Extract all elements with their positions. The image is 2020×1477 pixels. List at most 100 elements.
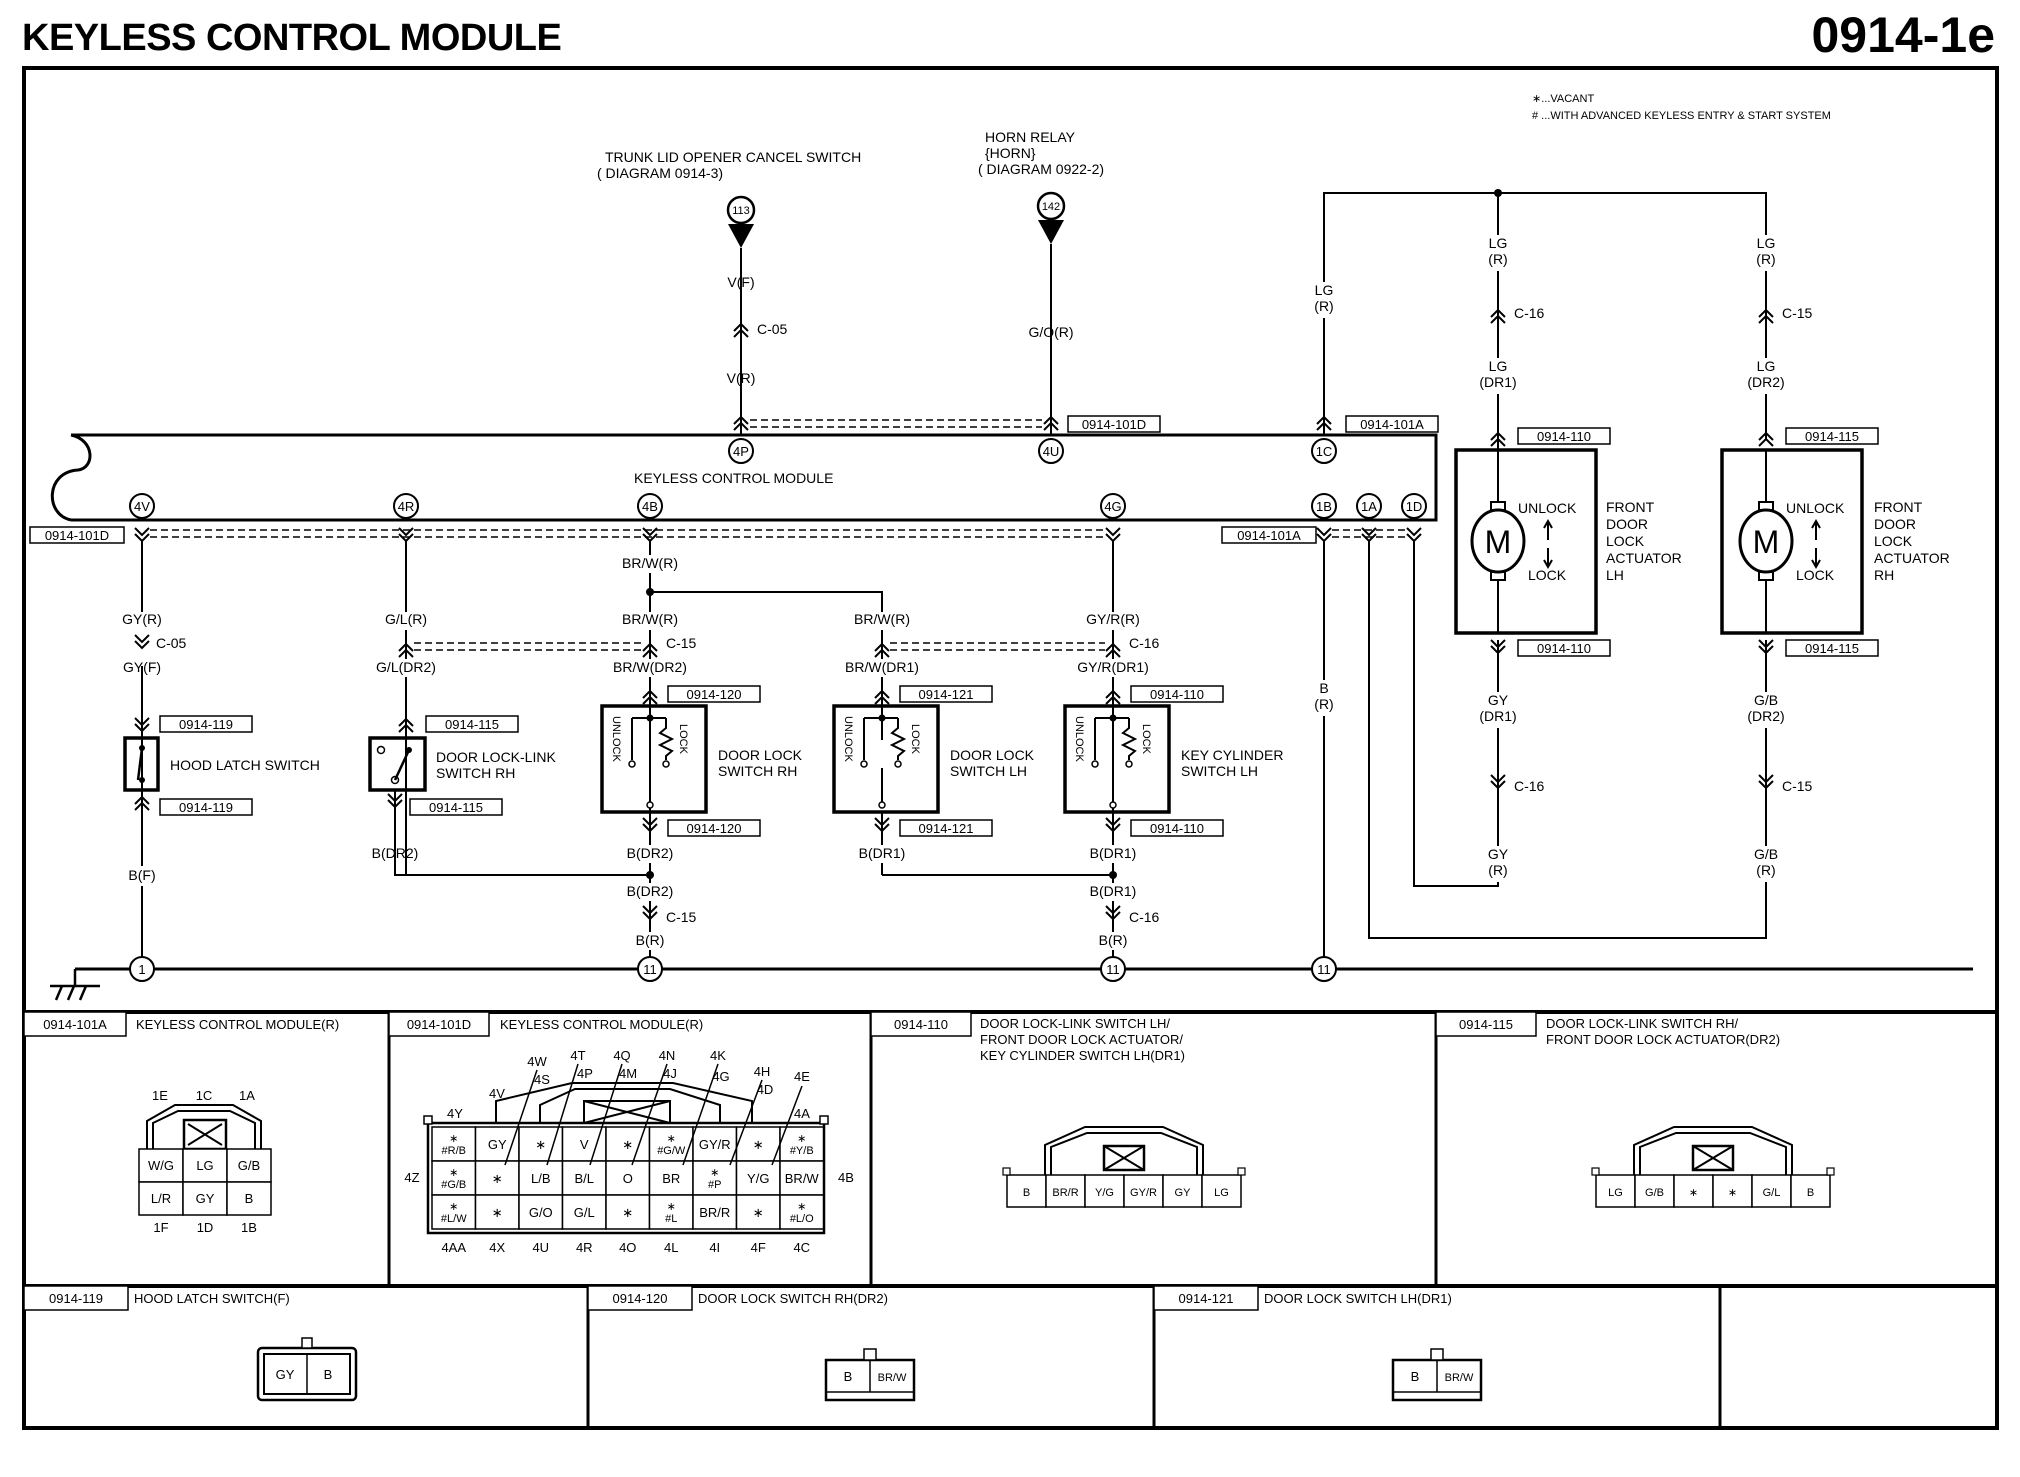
panel-title: HOOD LATCH SWITCH(F) bbox=[134, 1291, 290, 1306]
connector-ref[interactable]: 0914-120 bbox=[687, 821, 742, 836]
connector-ref[interactable]: 0914-101A bbox=[1360, 417, 1424, 432]
connector-ref[interactable]: 0914-121 bbox=[919, 687, 974, 702]
connector-label: C-15 bbox=[1782, 305, 1813, 321]
diagram-frame bbox=[22, 66, 1999, 1430]
connector-icon bbox=[1316, 527, 1332, 542]
pin-wire-color: G/O bbox=[529, 1205, 553, 1220]
pin-label: 4Y bbox=[447, 1106, 463, 1121]
ground-point-label[interactable]: 11 bbox=[1106, 962, 1120, 977]
pin-label[interactable]: 4P bbox=[733, 444, 749, 459]
pin-wire-color: B/L bbox=[574, 1171, 594, 1186]
unlock-label: UNLOCK bbox=[1786, 500, 1845, 516]
door-lock-link-switch-rh-label: SWITCH RH bbox=[436, 765, 515, 781]
pin-wire-color: O bbox=[623, 1171, 633, 1186]
horn-label: {HORN} bbox=[985, 145, 1036, 161]
connector-ref[interactable]: 0914-115 bbox=[429, 800, 483, 815]
door-lock-switch-rh[interactable]: UNLOCK LOCK bbox=[600, 704, 708, 814]
door-lock-switch-lh[interactable]: UNLOCK LOCK bbox=[832, 704, 940, 814]
keyless-control-module: KEYLESS CONTROL MODULE bbox=[50, 433, 1438, 522]
connector-cell bbox=[605, 1194, 651, 1230]
connector-ref[interactable]: 0914-101D bbox=[45, 528, 109, 543]
hood-latch-switch[interactable] bbox=[123, 736, 160, 792]
wire-label: B(DR1) bbox=[1090, 845, 1137, 861]
pin-label[interactable]: 4V bbox=[134, 499, 150, 514]
connector-cell bbox=[779, 1194, 825, 1230]
pin-label: 1B bbox=[241, 1220, 257, 1235]
key-cylinder-switch-lh[interactable]: UNLOCK LOCK bbox=[1063, 704, 1171, 814]
pin-label: 1E bbox=[152, 1088, 168, 1103]
pin-label[interactable]: 4B bbox=[642, 499, 658, 514]
pin-label: 4F bbox=[751, 1240, 766, 1255]
pin-label[interactable]: 1B bbox=[1316, 499, 1332, 514]
wire-label: G/B bbox=[1754, 692, 1778, 708]
pin-label: 4S bbox=[534, 1072, 550, 1087]
front-door-lock-actuator-lh[interactable]: M UNLOCK LOCK bbox=[1454, 448, 1598, 635]
panel-title: FRONT DOOR LOCK ACTUATOR/ bbox=[980, 1032, 1183, 1047]
connector-ref[interactable]: 0914-101A bbox=[1237, 528, 1301, 543]
front-door-lock-actuator-rh[interactable]: M UNLOCK LOCK bbox=[1720, 448, 1864, 635]
wire-label: GY bbox=[1488, 692, 1509, 708]
wire-b bbox=[394, 790, 650, 876]
connector-ref-box bbox=[1130, 819, 1224, 837]
module-label: KEYLESS CONTROL MODULE bbox=[634, 470, 833, 486]
connector-ref[interactable]: 0914-110 bbox=[1150, 687, 1204, 702]
pin-wire-color: B bbox=[324, 1367, 333, 1382]
connector-icon bbox=[1406, 527, 1422, 542]
panel-code: 0914-101A bbox=[43, 1017, 107, 1032]
pin-wire-color: B bbox=[1023, 1187, 1030, 1199]
pin-leader-lines bbox=[504, 1063, 803, 1166]
pin-label: 4C bbox=[793, 1240, 810, 1255]
ref-number[interactable]: 113 bbox=[732, 205, 750, 217]
pin-wire-color: GY bbox=[196, 1191, 215, 1206]
pin-4B: 4B bbox=[637, 493, 663, 519]
connector-ref[interactable]: 0914-119 bbox=[179, 717, 233, 732]
connector-cell bbox=[735, 1160, 781, 1196]
wire-label: (R) bbox=[1756, 862, 1775, 878]
pin-label[interactable]: 4G bbox=[1104, 499, 1121, 514]
lock-tab-icon bbox=[1430, 1348, 1444, 1361]
ground-point-label[interactable]: 11 bbox=[1317, 962, 1331, 977]
pin-wire-color: G/L bbox=[1763, 1187, 1781, 1199]
ground-point bbox=[1100, 956, 1126, 982]
wire-label: (R) bbox=[1488, 251, 1507, 267]
pin-label: 4K bbox=[710, 1048, 726, 1063]
connector-ref[interactable]: 0914-120 bbox=[687, 687, 742, 702]
pin-1C: 1C bbox=[1311, 438, 1337, 464]
ref-number[interactable]: 142 bbox=[1042, 201, 1060, 213]
connector-ref[interactable]: 0914-115 bbox=[445, 717, 499, 732]
legend-advanced: # ...WITH ADVANCED KEYLESS ENTRY & START… bbox=[1532, 110, 1831, 122]
connector-ref[interactable]: 0914-110 bbox=[1150, 821, 1204, 836]
connector-ref[interactable]: 0914-110 bbox=[1537, 429, 1591, 444]
wire-label: LG bbox=[1757, 358, 1776, 374]
connector-cell bbox=[518, 1194, 564, 1230]
connector-ref[interactable]: 0914-101D bbox=[1082, 417, 1146, 432]
pin-wire-color: ∗ bbox=[492, 1205, 503, 1220]
panel-code: 0914-119 bbox=[49, 1291, 103, 1306]
pin-wire-color: L/R bbox=[151, 1191, 171, 1206]
connector-label: C-05 bbox=[156, 635, 187, 651]
pin-label[interactable]: 4R bbox=[398, 499, 415, 514]
ground-point-label[interactable]: 1 bbox=[138, 962, 145, 977]
connector-ref[interactable]: 0914-119 bbox=[179, 800, 233, 815]
connector-cell bbox=[648, 1194, 694, 1230]
pin-label[interactable]: 1A bbox=[1361, 499, 1377, 514]
legend-vacant: ∗...VACANT bbox=[1532, 93, 1594, 105]
unlock-label: UNLOCK bbox=[842, 716, 854, 763]
connector-ref[interactable]: 0914-115 bbox=[1805, 429, 1859, 444]
pin-label[interactable]: 4U bbox=[1043, 444, 1060, 459]
pin-label[interactable]: 1C bbox=[1316, 444, 1333, 459]
pin-wire-color: ∗ bbox=[535, 1137, 546, 1152]
pin-label: 4O bbox=[619, 1240, 636, 1255]
pin-wire-color: ∗#P bbox=[708, 1167, 721, 1191]
connector-ref-box bbox=[159, 798, 253, 816]
connector-ref[interactable]: 0914-115 bbox=[1805, 641, 1859, 656]
pin-wire-color: BR/W bbox=[878, 1372, 907, 1384]
connector-ref[interactable]: 0914-121 bbox=[919, 821, 974, 836]
wire-label: B bbox=[1319, 680, 1328, 696]
door-lock-link-switch-rh[interactable] bbox=[368, 736, 427, 792]
ground-point-label[interactable]: 11 bbox=[643, 962, 657, 977]
connector-icon bbox=[134, 527, 150, 542]
pin-1A: 1A bbox=[1356, 493, 1382, 519]
connector-ref[interactable]: 0914-110 bbox=[1537, 641, 1591, 656]
pin-label[interactable]: 1D bbox=[1406, 499, 1423, 514]
